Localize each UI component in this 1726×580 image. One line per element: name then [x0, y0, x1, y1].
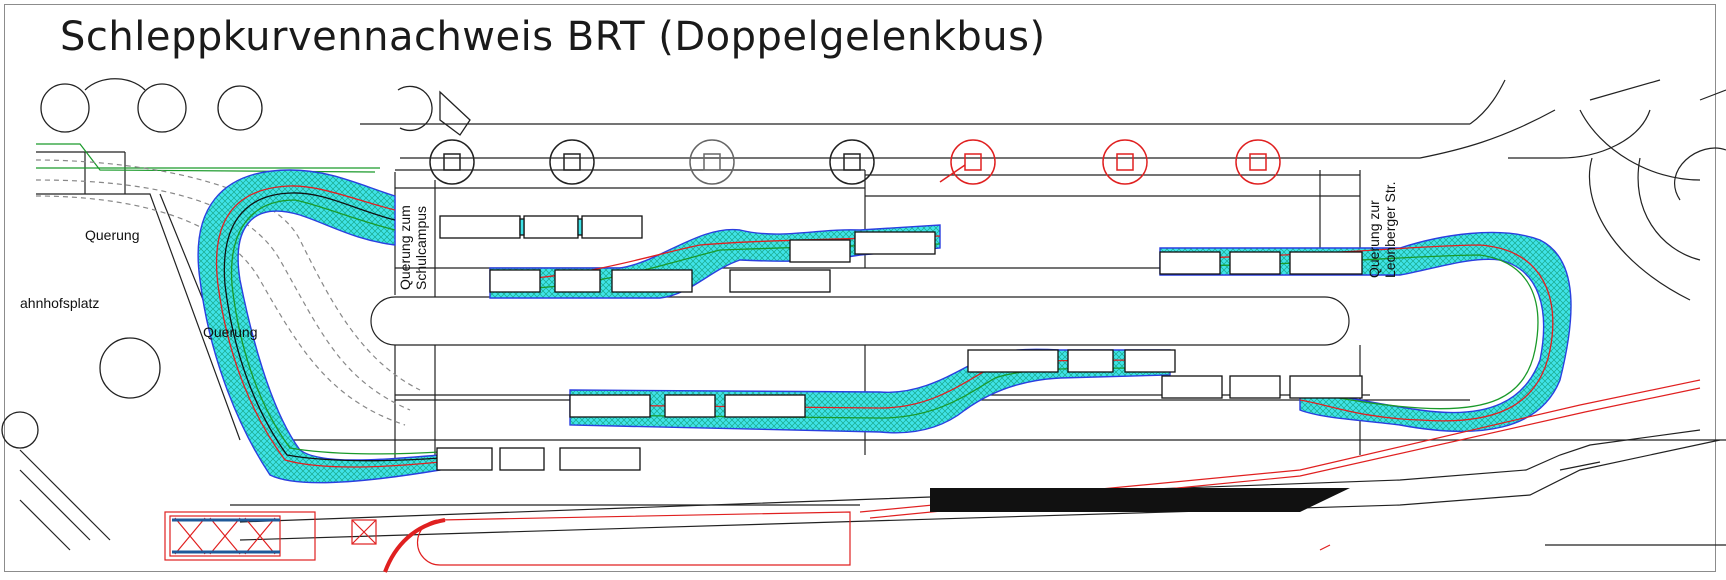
stripe-marks: [172, 518, 280, 554]
stop-marker: [689, 139, 735, 185]
label-querung-mid: Querung: [203, 324, 257, 340]
stop-marker: [429, 139, 475, 185]
stop-marker: [950, 139, 996, 185]
label-bahnhofsplatz: ahnhofsplatz: [20, 295, 99, 311]
stop-marker: [829, 139, 875, 185]
label-querung-left: Querung: [85, 227, 139, 243]
stop-markers-proposed: [939, 139, 1281, 185]
trees: [1, 78, 471, 449]
stop-marker: [1102, 139, 1148, 185]
bus-outlines: [436, 215, 1363, 471]
bus-mid-right: [967, 349, 1176, 373]
label-leonberger-line1: Querung zur: [1366, 200, 1382, 278]
stop-markers-existing: [429, 139, 875, 185]
bus-lower-mid: [569, 394, 806, 418]
stop-marker: [1235, 139, 1281, 185]
bus-top-left: [439, 215, 643, 239]
label-leonberger-line2: Leonberger Str.: [1382, 181, 1398, 278]
label-schulcampus-line1: Querung zum: [397, 205, 413, 290]
platform-black-area: [930, 488, 1350, 512]
bus-upper-right: [1159, 251, 1363, 275]
slide-frame: [4, 4, 1716, 572]
bus-upper-mid-b: [729, 231, 936, 293]
label-schulcampus-line2: Schulcampus: [413, 206, 429, 290]
stop-marker: [549, 139, 595, 185]
bus-lower-left: [436, 447, 641, 471]
road-outlines: [19, 79, 1726, 551]
access-lines: [35, 143, 421, 426]
slide-title: Schleppkurvennachweis BRT (Doppelgelenkb…: [60, 14, 1046, 60]
bus-upper-mid-a: [489, 269, 693, 293]
bus-lower-right: [1161, 375, 1363, 399]
